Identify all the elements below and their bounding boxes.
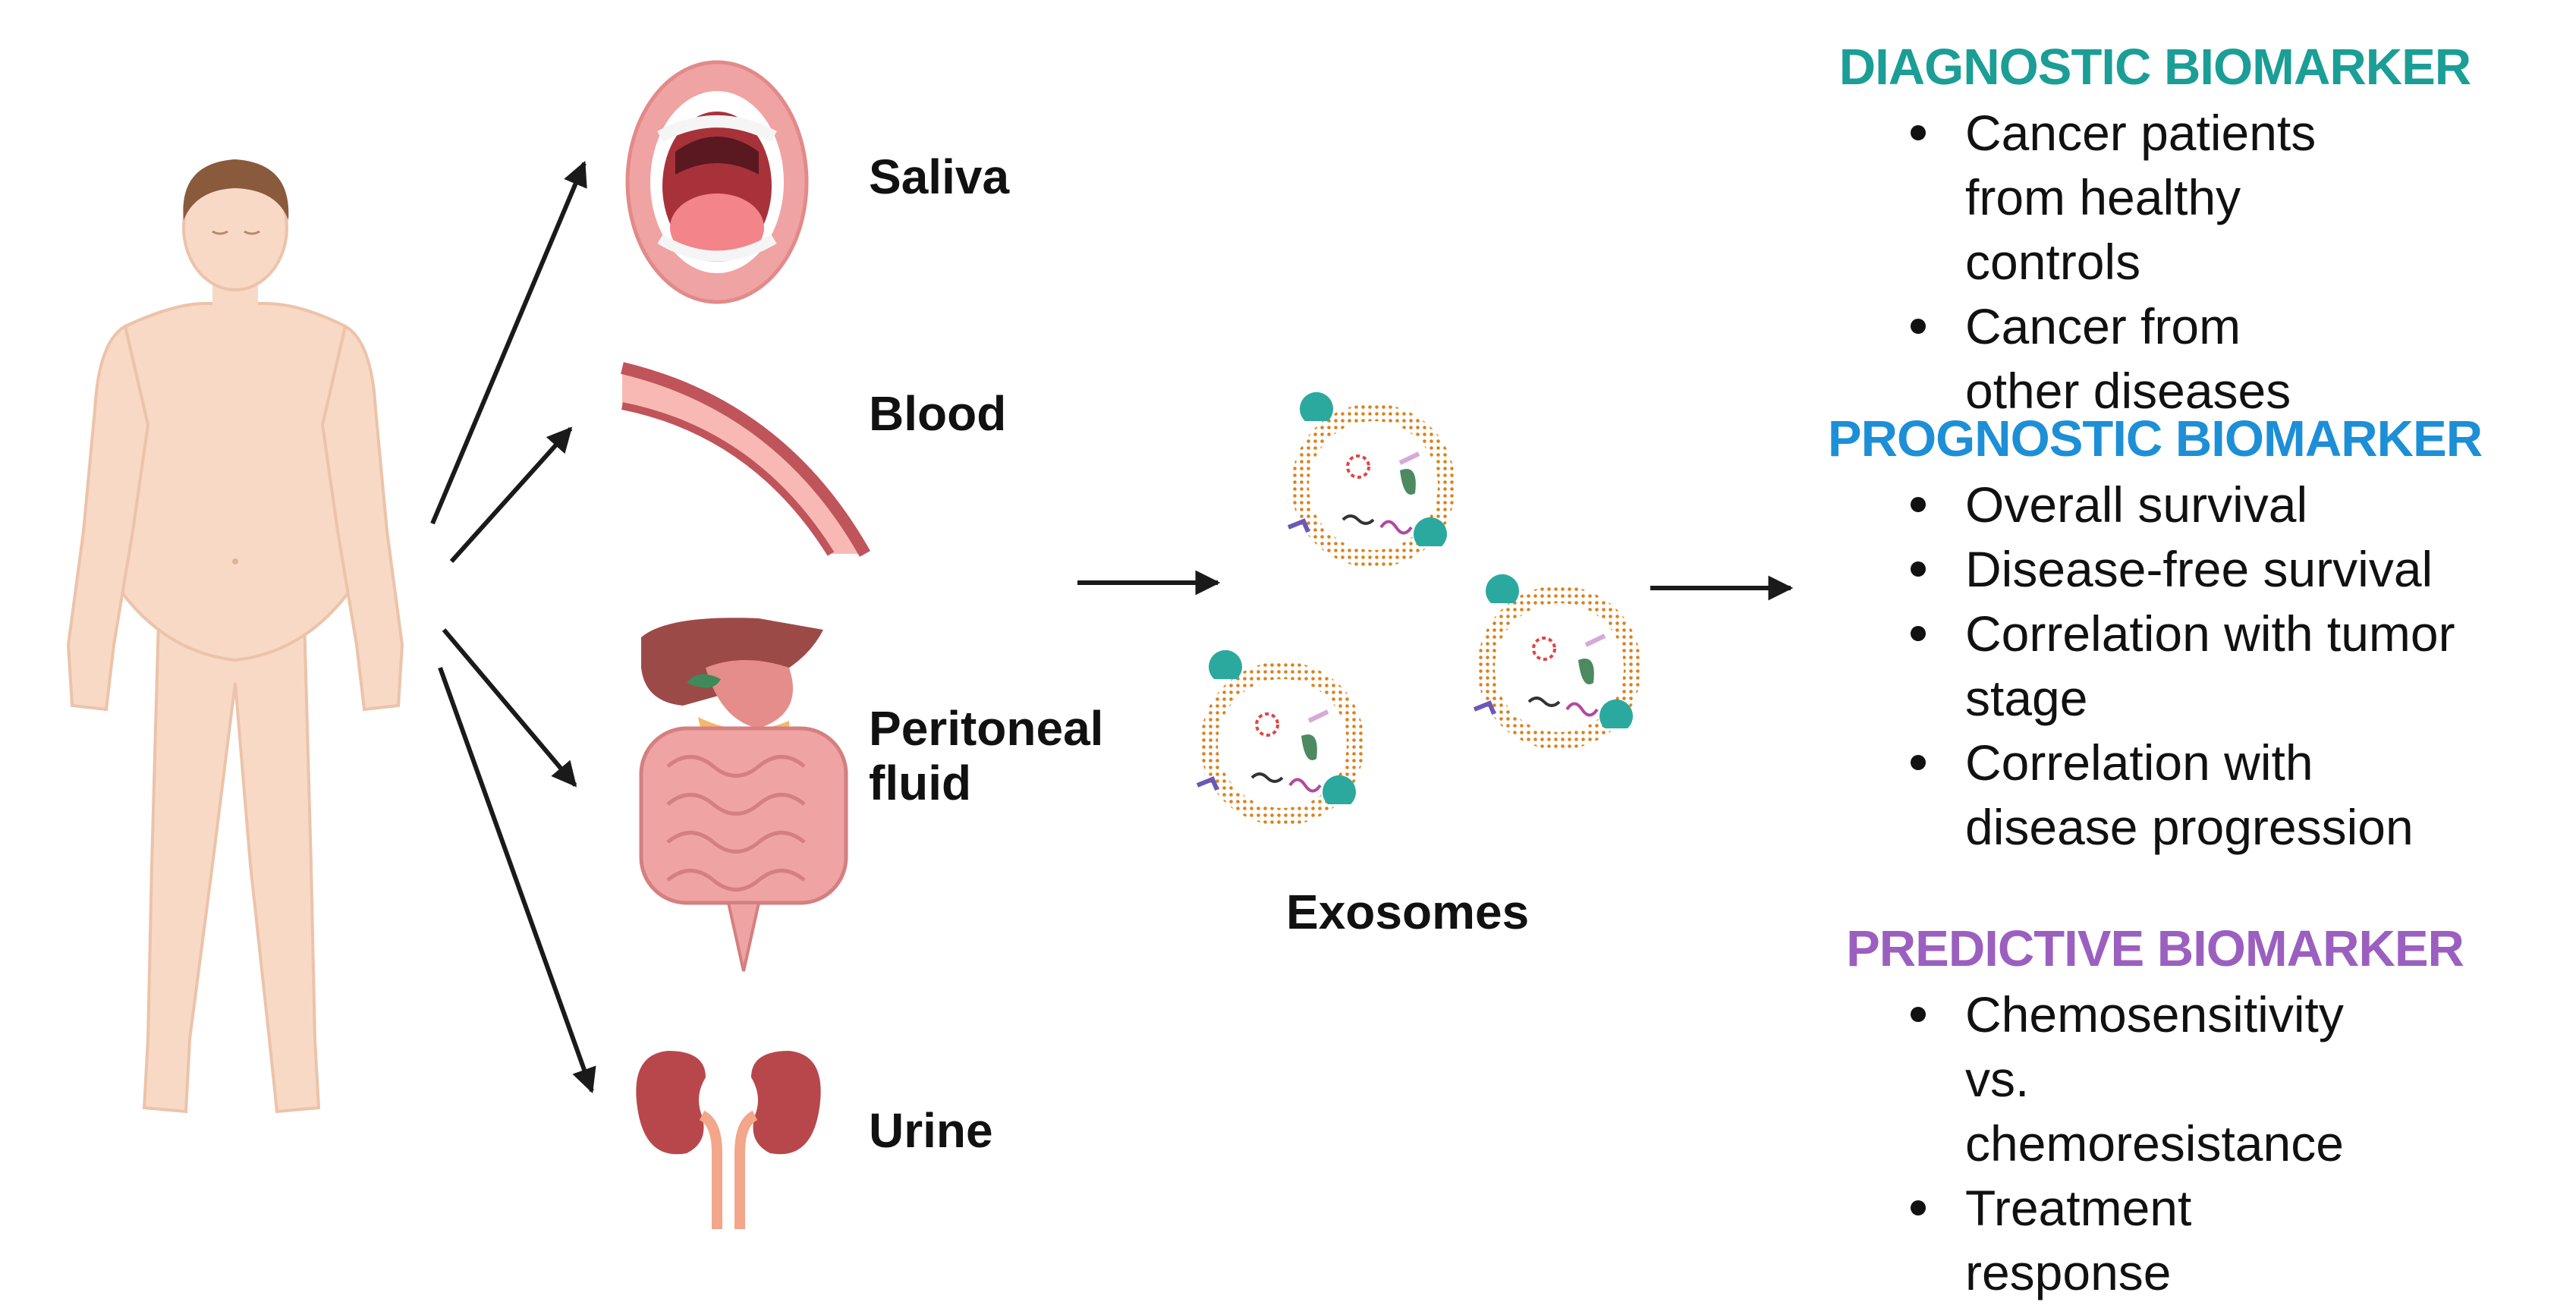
biomarker-title: PROGNOSTIC BIOMARKER — [1827, 410, 2483, 467]
source-label-blood: Blood — [869, 386, 1007, 441]
biomarker-item: Correlation with tumor stage — [1776, 602, 2542, 731]
arrow-to-peritoneal — [442, 628, 577, 788]
source-label-urine: Urine — [869, 1103, 993, 1158]
exosome-icon — [1287, 392, 1455, 568]
predictive-biomarker-panel: PREDICTIVE BIOMARKER Chemosensitivity vs… — [1776, 920, 2565, 1305]
arrow-to-urine — [438, 666, 596, 1094]
biomarker-item: Correlation with disease progression — [1776, 731, 2451, 860]
blood-vessel-icon — [621, 362, 870, 557]
source-label-peritoneal-fluid: Peritoneal fluid — [869, 701, 1104, 810]
biomarker-item: Overall survival — [1776, 473, 2542, 537]
biomarker-item: Disease-free survival — [1776, 537, 2542, 602]
biomarker-list: Overall survival Disease-free survival C… — [1776, 473, 2565, 860]
biomarker-item: Cancer from other diseases — [1776, 294, 2360, 423]
exosome-icon — [1196, 649, 1364, 825]
prognostic-biomarker-panel: PROGNOSTIC BIOMARKER Overall survival Di… — [1776, 410, 2565, 860]
exosome-icon — [1473, 574, 1641, 750]
human-body-icon — [66, 159, 404, 1114]
diagnostic-biomarker-panel: DIAGNOSTIC BIOMARKER Cancer patients fro… — [1776, 38, 2565, 423]
kidneys-icon — [636, 1051, 821, 1229]
biomarker-item: Cancer patients from healthy controls — [1776, 101, 2360, 294]
biomarker-title: PREDICTIVE BIOMARKER — [1846, 920, 2464, 977]
diagram-canvas — [66, 60, 1794, 1229]
mouth-icon — [625, 60, 809, 304]
arrow-to-blood — [449, 426, 573, 564]
biomarker-title: DIAGNOSTIC BIOMARKER — [1838, 39, 2471, 96]
biomarker-list: Cancer patients from healthy controls Ca… — [1776, 101, 2565, 423]
arrow-to-saliva — [430, 160, 587, 525]
source-label-saliva: Saliva — [869, 149, 1010, 204]
biomarker-list: Chemosensitivity vs. chemoresistance Tre… — [1776, 983, 2565, 1305]
biomarker-item: Treatment response — [1776, 1176, 2390, 1305]
biomarker-item: Chemosensitivity vs. chemoresistance — [1776, 983, 2390, 1176]
digestive-organs-icon — [639, 618, 848, 972]
exosomes-label: Exosomes — [1286, 885, 1530, 939]
